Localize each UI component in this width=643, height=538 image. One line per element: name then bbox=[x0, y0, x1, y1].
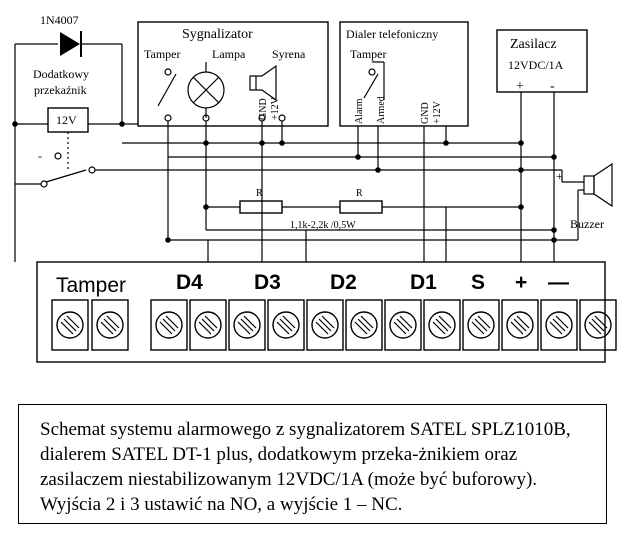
dialer-box: Dialer telefoniczny Tamper Alarm Armed G… bbox=[339, 21, 469, 127]
resistor-right: R bbox=[339, 188, 383, 214]
terminal-label-d4: D4 bbox=[176, 271, 203, 294]
psu-minus-label: - bbox=[550, 79, 555, 94]
terminal-label-tamper: Tamper bbox=[56, 274, 126, 297]
wiring-diagram: 1N4007 Dodatkowy przekaźnik 12V - Sygnal… bbox=[12, 13, 617, 363]
buzzer: + Buzzer bbox=[556, 162, 613, 231]
screw-terminal-icon bbox=[540, 299, 578, 351]
resistor-value-label: 1,1k-2,2k /0,5W bbox=[290, 220, 356, 231]
signalizer-siren-label: Syrena bbox=[272, 47, 306, 61]
signalizer-lamp-label: Lampa bbox=[212, 47, 246, 61]
screw-terminal-icon bbox=[189, 299, 227, 351]
caption-text: Schemat systemu alarmowego z sygnalizato… bbox=[40, 419, 571, 515]
relay-title-line2: przekaźnik bbox=[34, 83, 87, 97]
screw-terminal-icon bbox=[501, 299, 539, 351]
screw-terminal-icon bbox=[462, 299, 500, 351]
resistor-right-label: R bbox=[356, 188, 363, 199]
relay-contact-minus: - bbox=[38, 149, 42, 163]
signalizer-tamper-label: Tamper bbox=[144, 47, 180, 61]
relay-contact-no-icon bbox=[88, 166, 96, 174]
screw-terminal-icon bbox=[51, 299, 89, 351]
screw-terminal-icon bbox=[384, 299, 422, 351]
dialer-12v-label: +12V bbox=[432, 100, 443, 124]
screw-terminal-icon bbox=[91, 299, 129, 351]
buzzer-label: Buzzer bbox=[570, 217, 604, 231]
signalizer-tamper-switch-icon bbox=[157, 73, 177, 107]
relay-contact-nc-icon bbox=[54, 152, 62, 160]
terminal-label-minus: — bbox=[548, 271, 569, 294]
screw-terminal-icon bbox=[345, 299, 383, 351]
relay-coil-label: 12V bbox=[56, 113, 77, 127]
resistor-left-label: R bbox=[256, 188, 263, 199]
power-supply-box: Zasilacz 12VDC/1A + - bbox=[496, 29, 588, 94]
resistor-left: R bbox=[239, 188, 283, 214]
psu-rating: 12VDC/1A bbox=[508, 58, 564, 72]
screw-terminal-icon bbox=[267, 299, 305, 351]
dialer-gnd-label: GND bbox=[420, 102, 431, 124]
terminal-label-d1: D1 bbox=[410, 271, 437, 294]
terminal-screws bbox=[51, 299, 617, 351]
buzzer-icon bbox=[583, 162, 613, 208]
junction-dots bbox=[12, 121, 557, 243]
diode-label: 1N4007 bbox=[40, 13, 79, 27]
terminal-label-d3: D3 bbox=[254, 271, 281, 294]
buzzer-plus-label: + bbox=[556, 169, 563, 183]
signalizer-title: Sygnalizator bbox=[182, 27, 253, 42]
relay-title-line1: Dodatkowy bbox=[33, 67, 89, 81]
screw-terminal-icon bbox=[228, 299, 266, 351]
psu-title: Zasilacz bbox=[510, 37, 557, 52]
dialer-title: Dialer telefoniczny bbox=[346, 27, 438, 41]
diode-1n4007: 1N4007 bbox=[15, 13, 122, 57]
dialer-tamper-label: Tamper bbox=[350, 47, 386, 61]
signalizer-gnd-label: GND bbox=[258, 98, 269, 120]
siren-icon bbox=[249, 64, 277, 102]
screw-terminal-icon bbox=[150, 299, 188, 351]
signalizer-box: Sygnalizator Tamper Lampa Syrena GND +12… bbox=[137, 21, 329, 127]
dialer-armed-label: Armed bbox=[376, 96, 387, 124]
diode-symbol-icon bbox=[60, 32, 80, 56]
screw-terminal-icon bbox=[579, 299, 617, 351]
terminal-label-d2: D2 bbox=[330, 271, 357, 294]
caption-box: Schemat systemu alarmowego z sygnalizato… bbox=[18, 404, 607, 524]
terminal-label-plus: + bbox=[515, 271, 527, 294]
dialer-alarm-label: Alarm bbox=[354, 98, 365, 124]
additional-relay: Dodatkowy przekaźnik 12V - bbox=[15, 67, 562, 188]
screw-terminal-icon bbox=[423, 299, 461, 351]
terminal-block: Tamper D4 D3 D2 D1 S + — bbox=[36, 261, 617, 363]
terminal-label-s: S bbox=[471, 271, 485, 294]
signalizer-12v-label: +12V bbox=[270, 96, 281, 120]
screw-terminal-icon bbox=[306, 299, 344, 351]
psu-plus-label: + bbox=[516, 79, 524, 94]
dialer-tamper-switch-icon bbox=[363, 73, 379, 99]
